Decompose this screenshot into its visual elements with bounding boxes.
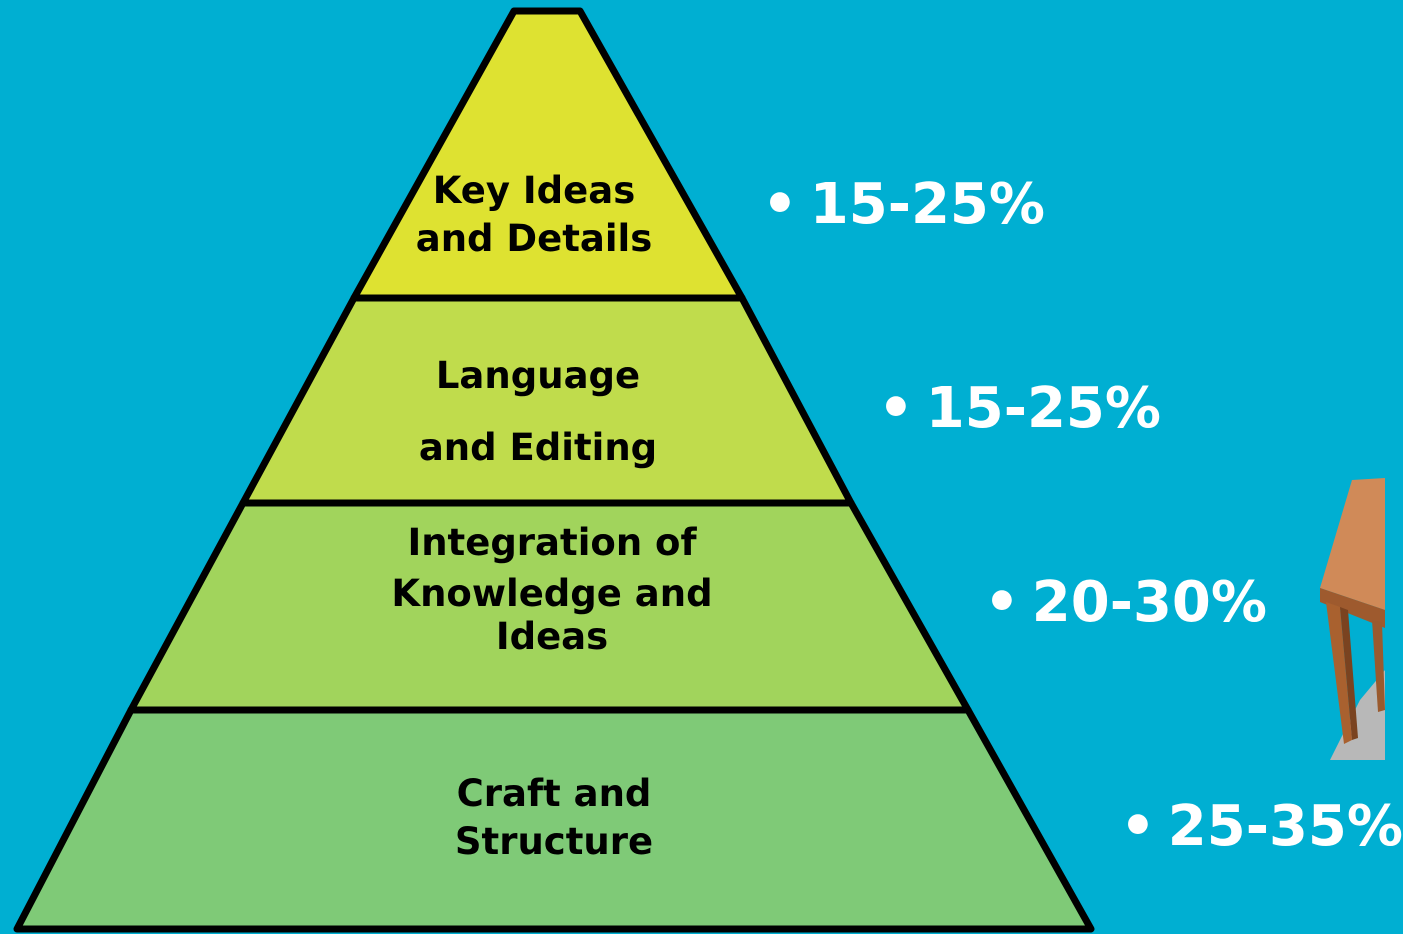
wooden-table-icon	[1320, 478, 1385, 760]
tier-4-line-2: Structure	[454, 820, 654, 863]
tier-2-label: Language and Editing	[388, 340, 688, 484]
percent-tier-1: •15-25%	[762, 172, 1045, 237]
percent-tier-3: •20-30%	[984, 570, 1267, 635]
tier-3-label: Integration of Knowledge and Ideas	[352, 517, 752, 661]
tier-2-line-2: and Editing	[418, 426, 658, 469]
bullet-3: •	[984, 570, 1020, 635]
percent-value-2: 15-25%	[925, 376, 1162, 441]
bullet-1: •	[762, 172, 798, 237]
tier-4-label: Craft and Structure	[404, 770, 704, 866]
tier-1-line-2: and Details	[415, 217, 653, 260]
tier-4-shape	[13, 706, 1095, 933]
percent-value-1: 15-25%	[809, 172, 1046, 237]
bullet-2: •	[878, 376, 914, 441]
tier-3-line-1: Integration of	[407, 521, 697, 564]
bullet-4: •	[1120, 794, 1156, 859]
percent-tier-4: •25-35%	[1120, 794, 1403, 859]
tier-1-line-1: Key Ideas	[432, 169, 636, 212]
tier-3-line-3: Ideas	[495, 615, 609, 658]
tier-1-label: Key Ideas and Details	[384, 167, 684, 263]
tier-3-line-2: Knowledge and	[391, 572, 713, 615]
tier-4-line-1: Craft and	[456, 772, 652, 815]
tier-2-line-1: Language	[435, 354, 641, 397]
percent-value-4: 25-35%	[1167, 794, 1403, 859]
percent-value-3: 20-30%	[1031, 570, 1268, 635]
percent-tier-2: •15-25%	[878, 376, 1161, 441]
